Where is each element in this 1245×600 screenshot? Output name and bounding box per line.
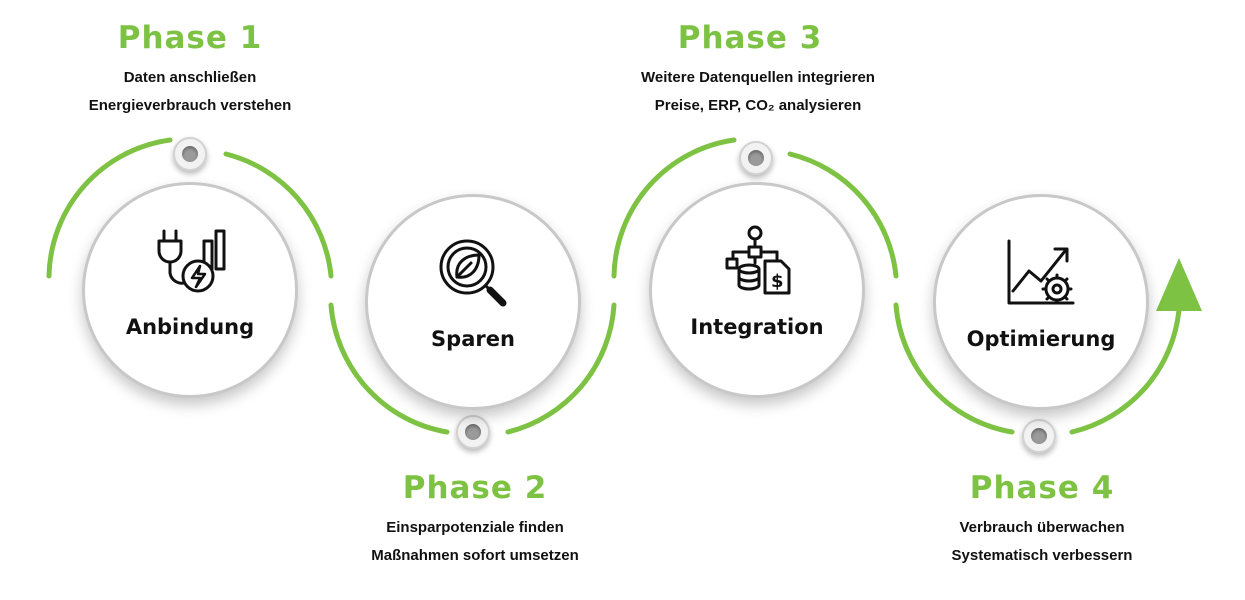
- phase-2-label: Sparen: [431, 327, 515, 351]
- phase-4-line-2: Systematisch verbessern: [951, 547, 1133, 564]
- phase-1-description: Daten anschließen Energieverbrauch verst…: [20, 64, 360, 120]
- phase-2-circle: Sparen: [365, 194, 581, 410]
- plug-energy-chart-icon: [157, 229, 226, 293]
- leaf-magnifier-icon: [439, 239, 507, 307]
- phase-3-line-2: Preise, ERP, CO₂ analysieren: [654, 97, 862, 114]
- phase-2-line-1: Einsparpotenziale finden: [386, 519, 564, 536]
- phase-1-label: Anbindung: [125, 315, 255, 339]
- phase-4-line-1: Verbrauch überwachen: [959, 519, 1125, 536]
- phase-3-description: Weitere Datenquellen integrieren Preise,…: [588, 64, 928, 120]
- phase-4-marker: [1022, 419, 1056, 453]
- chart-trend-gear-icon: [1007, 239, 1075, 305]
- data-hierarchy-dollar-document-icon: $: [725, 225, 791, 295]
- phase-2-title: Phase 2: [402, 470, 548, 506]
- arc-phase-4: [893, 302, 1015, 435]
- phase-4-title: Phase 4: [969, 470, 1115, 506]
- arc-phase-3-right: [787, 151, 899, 279]
- phase-4-label: Optimierung: [966, 327, 1116, 351]
- arc-phase-1: [46, 137, 173, 279]
- phase-1-line-2: Energieverbrauch verstehen: [88, 97, 292, 114]
- phase-2-description: Einsparpotenziale finden Maßnahmen sofor…: [305, 514, 645, 570]
- phase-1-title: Phase 1: [117, 20, 263, 56]
- svg-text:$: $: [771, 271, 784, 292]
- arc-phase-3: [611, 137, 737, 279]
- phase-1-marker: [173, 137, 207, 171]
- arrow-head-icon: [1156, 258, 1202, 311]
- phase-3-line-1: Weitere Datenquellen integrieren: [641, 69, 875, 86]
- phase-1-circle: Anbindung: [82, 182, 298, 398]
- arc-phase-4-right: [1069, 307, 1182, 435]
- phase-2-marker: [456, 415, 490, 449]
- phase-1-line-1: Daten anschließen: [123, 69, 257, 86]
- phase-3-label: Integration: [690, 315, 824, 339]
- phase-3-title: Phase 3: [677, 20, 823, 56]
- arc-phase-1-right: [223, 151, 334, 279]
- arc-phase-2: [328, 302, 450, 435]
- arc-phase-2-right: [505, 302, 617, 435]
- phase-3-marker: [739, 141, 773, 175]
- phase-3-circle: $ Integration: [649, 182, 865, 398]
- phase-4-description: Verbrauch überwachen Systematisch verbes…: [872, 514, 1212, 570]
- phase-2-line-2: Maßnahmen sofort umsetzen: [371, 547, 579, 564]
- phase-4-circle: Optimierung: [933, 194, 1149, 410]
